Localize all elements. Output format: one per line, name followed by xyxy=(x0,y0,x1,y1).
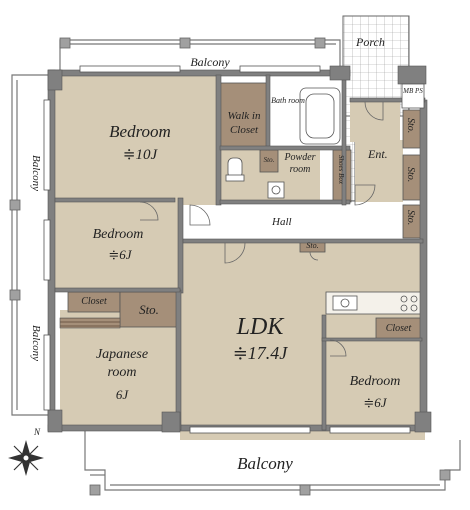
mb-ps-box xyxy=(401,83,425,109)
balcony-top-label: Balcony xyxy=(190,55,230,69)
compass-n-label: N xyxy=(34,427,41,437)
balcony-left-lower-label: Balcony xyxy=(30,325,42,362)
balcony-outlines xyxy=(11,39,461,491)
ent-label: Ent. xyxy=(368,147,388,161)
bedroom-6-right-size: ≑6J xyxy=(363,395,387,410)
door-swings xyxy=(139,101,384,357)
sto-small-label: Sto. xyxy=(263,156,275,164)
balcony-posts xyxy=(9,37,451,496)
closet-left-label: Closet xyxy=(81,296,107,307)
ldk-label: LDK xyxy=(236,314,284,340)
porch-label: Porch xyxy=(356,35,385,49)
balcony-bottom-label: Balcony xyxy=(237,454,293,473)
bath-room-label: Bath room xyxy=(271,96,305,105)
sto-right-2-label: Sto. xyxy=(405,167,416,183)
bedroom-main-size: ≑10J xyxy=(122,147,158,163)
bedroom-6-left-size: ≑6J xyxy=(108,247,132,262)
ldk-size: ≑17.4J xyxy=(232,343,288,363)
sto-right-3-label: Sto. xyxy=(405,210,416,226)
mb-ps-label: MB PS xyxy=(403,87,423,95)
sto-mid-label: Sto. xyxy=(139,302,159,317)
shoes-box-label: Shoes Box xyxy=(337,155,345,184)
sto-right-1-label: Sto. xyxy=(405,118,416,134)
windows xyxy=(43,65,411,434)
balcony-left-upper-label: Balcony xyxy=(30,155,42,192)
compass-icon xyxy=(8,440,44,476)
tatami-edge xyxy=(59,317,121,329)
walk-in-closet-label: Walk in Closet xyxy=(227,110,261,136)
fixtures xyxy=(225,87,341,199)
japanese-room-label: Japanese room xyxy=(95,347,149,381)
powder-room-label: Powder room xyxy=(284,152,316,175)
bedroom-6-right-label: Bedroom xyxy=(349,374,401,389)
japanese-room-size: 6J xyxy=(115,387,129,402)
sto-hall-label: Sto. xyxy=(306,241,319,250)
closet-right-label: Closet xyxy=(385,323,412,334)
hall-floor xyxy=(220,203,405,241)
kitchen-counter xyxy=(325,291,425,315)
bedroom-main-label: Bedroom xyxy=(109,122,171,141)
bedroom-6-left-label: Bedroom xyxy=(92,227,144,242)
hall-label: Hall xyxy=(272,216,292,228)
floor-fill xyxy=(50,75,425,440)
